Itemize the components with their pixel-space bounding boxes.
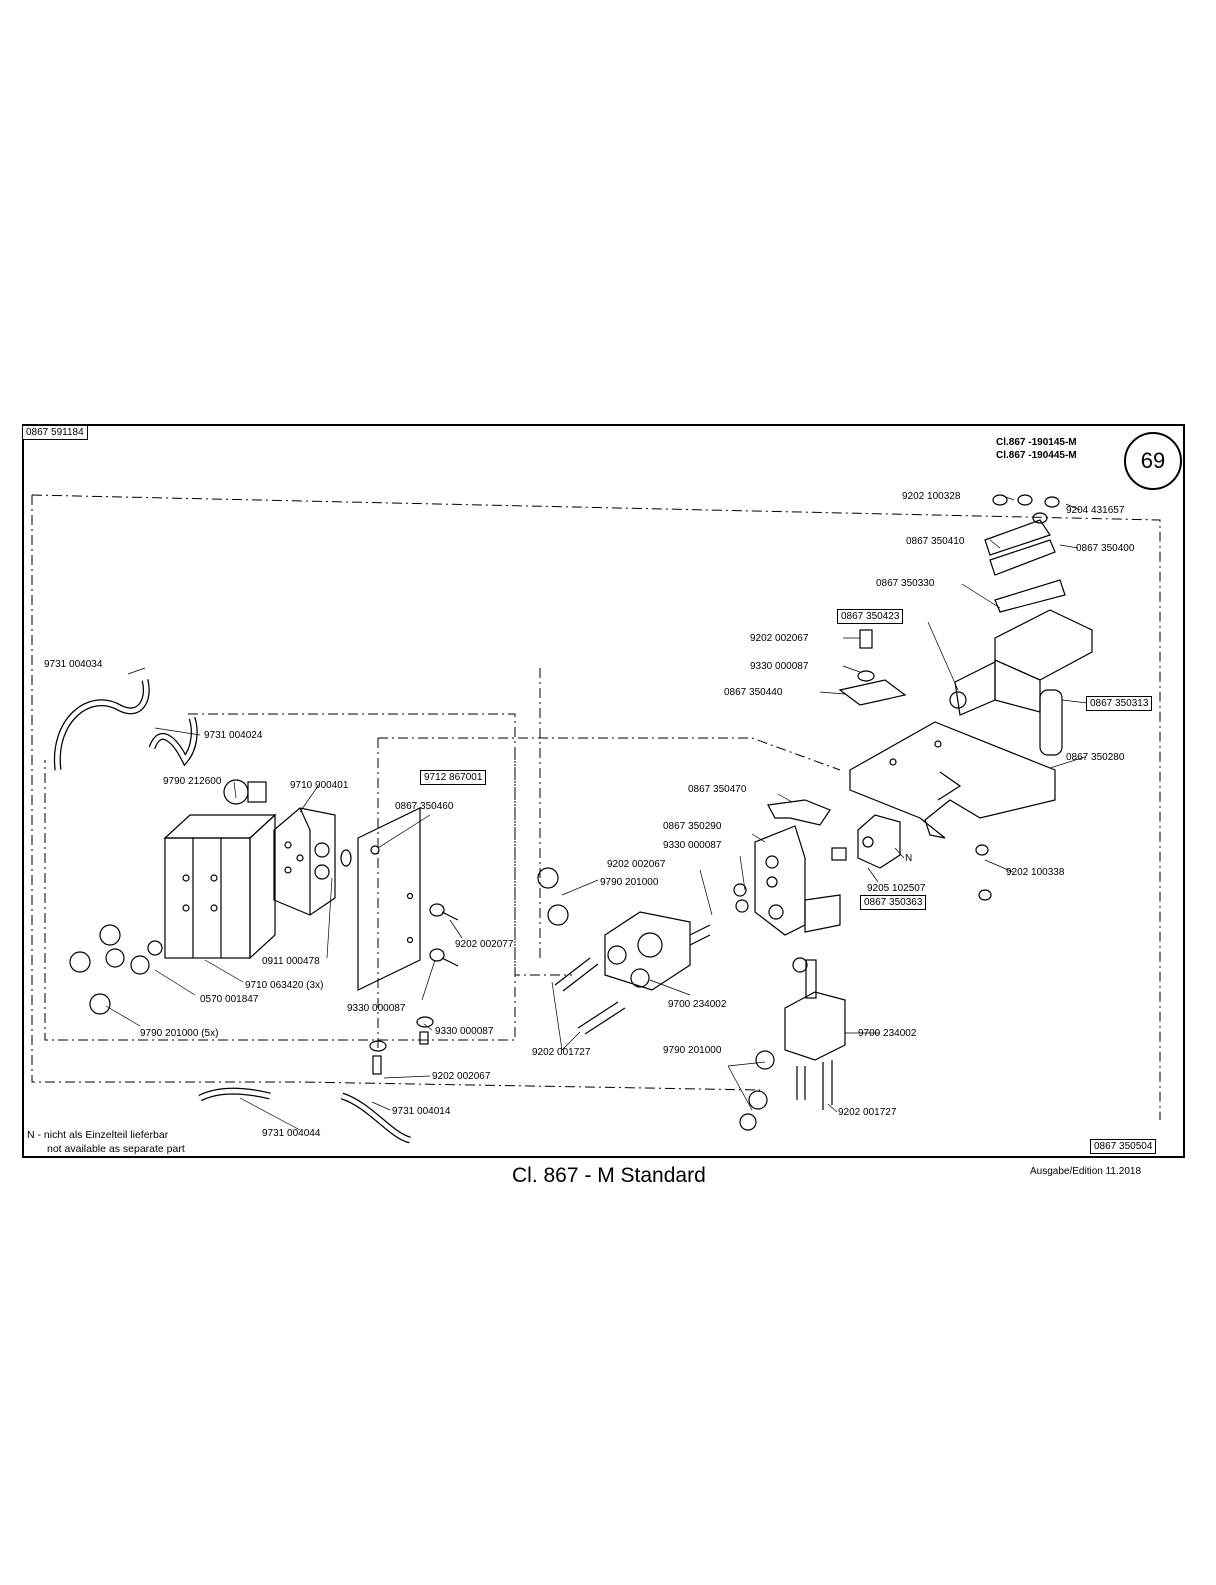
part-label: 9202 001727 [532,1047,591,1058]
part-label: 9790 201000 (5x) [140,1028,219,1039]
part-label: 0867 350330 [876,578,935,589]
part-label: 9204 431657 [1066,505,1125,516]
part-label-boxed: 0867 350313 [1086,696,1153,711]
part-label: 9330 000087 [750,661,809,672]
part-label: 9790 212600 [163,776,222,787]
part-label: 9700 234002 [858,1028,917,1039]
legend-line-english: not available as separate part [47,1143,185,1155]
part-label: 9731 004024 [204,730,263,741]
part-label: 9330 000087 [435,1026,494,1037]
part-label: 0911 000478 [262,956,320,967]
part-label: 9731 004034 [44,659,103,670]
part-label: 9202 002067 [607,859,666,870]
part-label: 9330 000087 [347,1003,406,1014]
part-label: N [905,853,913,864]
part-label: 9790 201000 [663,1045,722,1056]
part-label-boxed: 0867 350363 [860,895,927,910]
part-label: 9202 002067 [432,1071,491,1082]
part-label: 0867 350290 [663,821,722,832]
part-label-boxed: 0867 350423 [837,609,904,624]
part-label: 9202 002077 [455,939,514,950]
part-label: 0570 001847 [200,994,259,1005]
part-label: 9700 234002 [668,999,727,1010]
legend-note: N - nicht als Einzelteil lieferbar not a… [27,1128,185,1156]
part-label: 9731 004014 [392,1106,451,1117]
page-number-badge: 69 [1124,432,1182,490]
drawing-frame [22,424,1185,1158]
part-label: 0867 350400 [1076,543,1135,554]
part-label: 0867 350280 [1066,752,1125,763]
part-label: 9330 000087 [663,840,722,851]
part-label: 0867 350470 [688,784,747,795]
part-label: 9710 063420 (3x) [245,980,324,991]
part-label: 0867 350410 [906,536,965,547]
drawing-caption: Cl. 867 - M Standard [512,1164,706,1187]
part-label: 9202 100338 [1006,867,1065,878]
part-label: 9202 001727 [838,1107,897,1118]
part-label-boxed: 9712 867001 [420,770,487,785]
class-line-2: Cl.867 -190445-M [996,450,1077,461]
part-label: 9205 102507 [867,883,926,894]
part-label: 9202 002067 [750,633,809,644]
page-number: 69 [1140,448,1166,473]
part-label: 9790 201000 [600,877,659,888]
part-label: 9710 900401 [290,780,349,791]
part-label: 9202 100328 [902,491,961,502]
drawing-number-box: 0867 591184 [22,425,88,440]
edition-text: Ausgabe/Edition 11.2018 [1030,1166,1142,1177]
part-label: 0867 350460 [395,801,454,812]
part-label: 0867 350440 [724,687,783,698]
legend-line-german: N - nicht als Einzelteil lieferbar [27,1129,169,1141]
part-label: 9731 004044 [262,1128,321,1139]
class-line-1: Cl.867 -190145-M [996,437,1077,448]
footer-part-box: 0867 350504 [1090,1139,1157,1154]
